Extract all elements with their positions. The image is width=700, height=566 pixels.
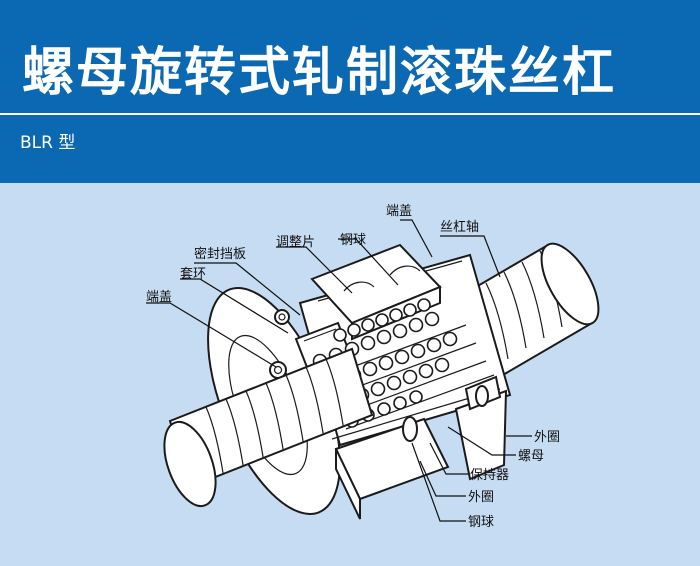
ball-screw-diagram: 端盖 丝杠轴 钢球 调整片 密封挡板 套环 端盖 外圈 螺母 保持器 外圈 钢球 xyxy=(0,183,700,562)
label-spindle: 丝杠轴 xyxy=(440,219,479,235)
retainer-block xyxy=(334,416,450,520)
part-labels: 端盖 丝杠轴 钢球 调整片 密封挡板 套环 端盖 外圈 螺母 保持器 外圈 钢球 xyxy=(146,204,560,530)
label-seal-plate: 密封挡板 xyxy=(194,246,246,262)
header-banner: 螺母旋转式轧制滚珠丝杠 BLR 型 xyxy=(0,0,700,183)
label-nut: 螺母 xyxy=(518,449,544,464)
label-outer-ring-right: 外圈 xyxy=(534,430,560,445)
page-title: 螺母旋转式轧制滚珠丝杠 xyxy=(22,43,617,103)
label-retainer: 保持器 xyxy=(470,468,509,483)
label-end-cap-top: 端盖 xyxy=(386,204,412,219)
leader-lines xyxy=(146,219,532,522)
outer-ring-section xyxy=(454,375,508,481)
label-steel-ball-top: 钢球 xyxy=(340,233,366,248)
label-collar: 套环 xyxy=(180,266,206,282)
model-subtitle: BLR 型 xyxy=(20,133,76,153)
label-outer-ring-bottom: 外圈 xyxy=(468,490,494,505)
label-shim: 调整片 xyxy=(276,235,315,250)
screw-shaft-left xyxy=(163,347,374,508)
ball-screw-cutaway: 端盖 丝杠轴 钢球 调整片 密封挡板 套环 端盖 外圈 螺母 保持器 外圈 钢球 xyxy=(146,204,600,530)
header-divider xyxy=(0,113,700,115)
label-steel-ball-bottom: 钢球 xyxy=(468,515,494,530)
label-end-cap-left: 端盖 xyxy=(146,290,172,305)
